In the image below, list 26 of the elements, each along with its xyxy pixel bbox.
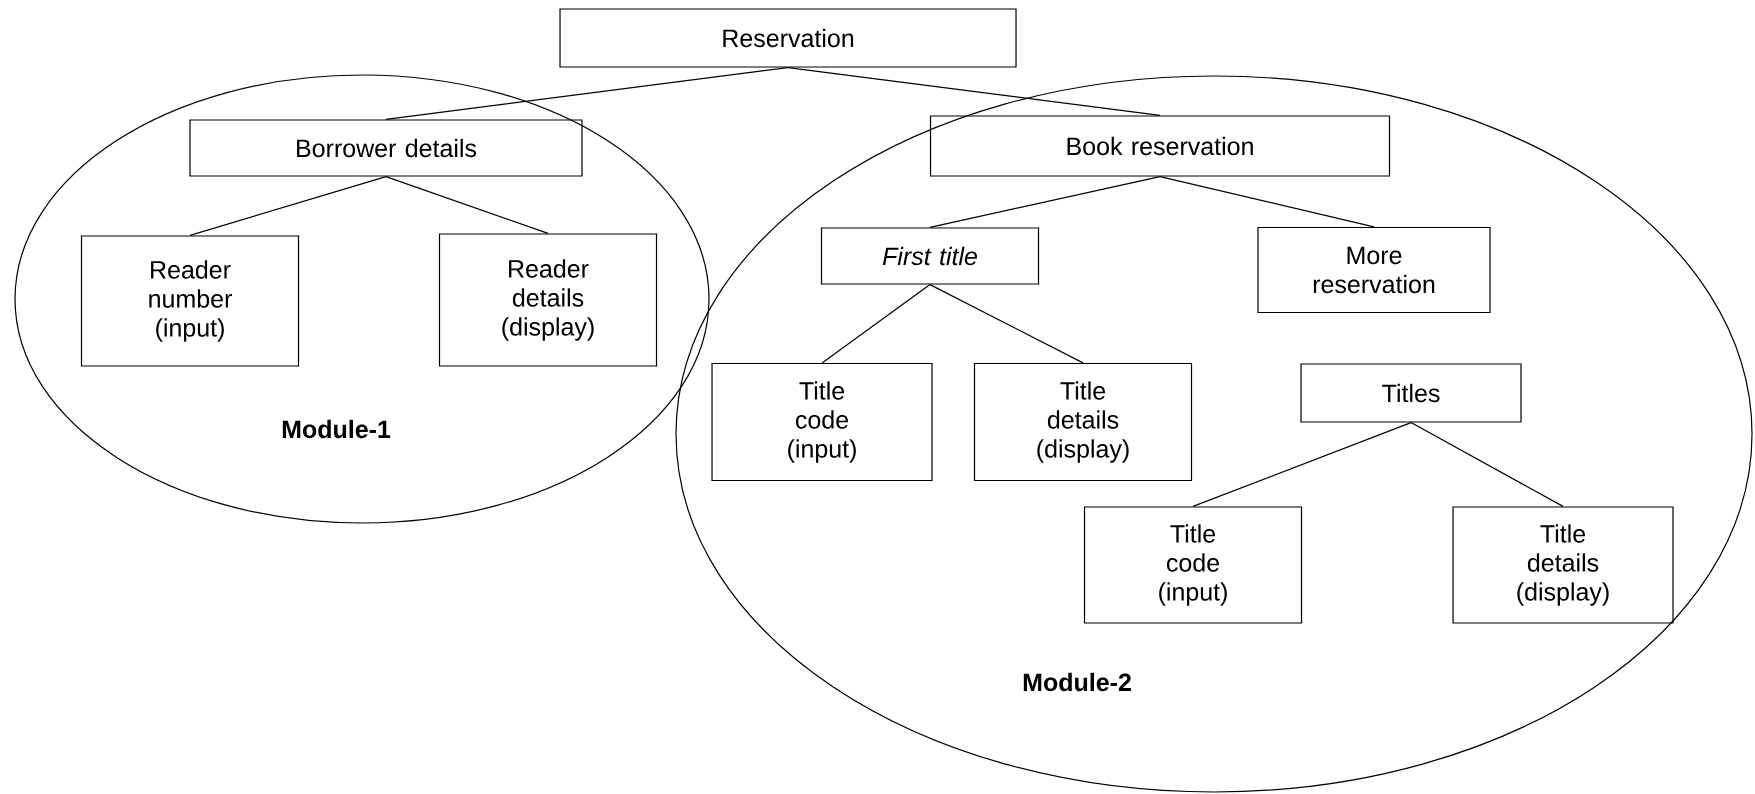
module-ellipse [675,75,1753,793]
module-box: More reservation [1257,226,1491,314]
connector-line [929,284,1084,364]
module-box: Reader number (input) [80,235,300,367]
connector-line [929,176,1161,228]
connector-line [385,67,789,120]
module-label: Module-2 [1023,672,1131,692]
connector-line [385,176,549,234]
connector-line [1410,422,1564,507]
connector-line [787,67,1161,116]
module-box: Title details (display) [1452,506,1674,624]
connector-line [1192,422,1412,507]
connector-line [189,176,387,236]
module-box: Borrower details [189,119,583,177]
connector-line [821,284,931,364]
module-box: Reservation [559,8,1017,68]
module-box: Book reservation [929,115,1391,177]
module-box: Title code (input) [1083,506,1303,624]
module-ellipse [14,74,710,524]
connector-line [1159,176,1375,228]
module-box: Title code (input) [711,362,933,482]
module-box: Reader details (display) [438,233,658,367]
module-box: First title [820,227,1040,285]
module-label: Module-1 [282,419,391,439]
module-box: Title details (display) [973,362,1193,482]
module-box: Titles [1300,363,1522,423]
